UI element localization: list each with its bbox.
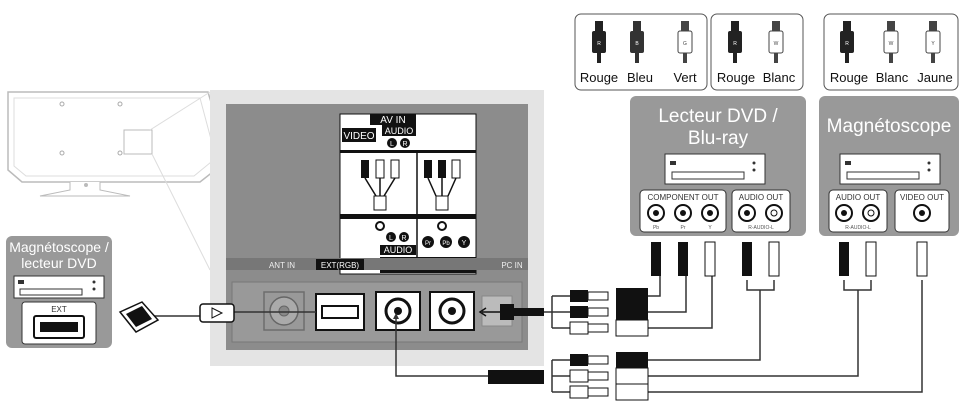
dvd-bluray-device: Lecteur DVD / Blu-ray COMPONENT OUT Pb P… [630,96,806,236]
plug-white-icon: W [883,21,899,63]
legend-label: Rouge [580,70,618,85]
pc-in-label: PC IN [501,261,523,270]
plug-red-icon: R [592,21,606,63]
legend-label: Vert [673,70,697,85]
ext-label: EXT [51,305,67,314]
legend-label: Rouge [830,70,868,85]
scart-plug-right [199,303,235,323]
ext-rgb-port [315,293,365,331]
audio-label: AUDIO [385,126,414,136]
audio-out-label: AUDIO OUT [739,193,784,202]
video-label: VIDEO [343,131,374,142]
pb-label: Pb [442,241,450,247]
legend-box-audio: R W Rouge Blanc [710,13,804,91]
device-output-plugs [651,241,928,277]
vcr-left-title-line2: lecteur DVD [21,255,96,271]
av-component-in-panel: AV IN VIDEO AUDIO L R L R [339,113,477,275]
y-label: Y [462,240,467,247]
dvd-title-line1: Lecteur DVD / [658,106,778,127]
jack-label: Y [708,225,712,231]
vcr-dvd-left-device: Magnétoscope / lecteur DVD EXT [6,236,112,348]
ant-in-label: ANT IN [269,261,295,270]
r-label: R [402,141,407,148]
scart-plug-left [118,301,160,333]
vcr-title: Magnétoscope [827,116,952,137]
jack-label: Pb [653,225,659,231]
plug-red-icon: R [840,21,854,63]
dvd-title-line2: Blu-ray [688,128,749,149]
jack-label: Pr [681,225,686,231]
rca-plugs-cluster-1 [569,288,649,337]
legend-label: Rouge [717,70,755,85]
legend-label: Jaune [917,70,952,85]
plug-letter: W [774,41,779,47]
pr-label: Pr [425,241,431,247]
composite-video-port [375,291,421,331]
r-label: R [401,235,406,242]
component-plugs-tv-side [500,304,544,320]
cables [150,270,923,393]
audio-label: AUDIO [384,245,413,255]
insert-arrows [478,307,500,317]
vcr-left-title-line1: Magnétoscope / [9,239,109,255]
plug-white-icon: W [768,21,784,63]
l-label: L [389,235,393,242]
av-cable-plugs [361,159,400,211]
jack-label: R-AUDIO-L [845,225,871,231]
plug-letter: R [845,41,849,47]
plug-letter: B [635,41,639,47]
jack-label: R-AUDIO-L [748,225,774,231]
legend-label: Blanc [763,70,796,85]
plug-letter: R [733,41,737,47]
component-out-label: COMPONENT OUT [648,193,719,202]
ant-in-port [263,291,305,331]
video-out-label: VIDEO OUT [900,193,944,202]
component-cable-plugs [424,159,461,211]
legend-label: Bleu [627,70,653,85]
vcr-right-device: Magnétoscope AUDIO OUT R-AUDIO-L VIDEO O… [819,96,959,236]
legend-box-composite: R W Y Rouge Blanc Jaune [823,13,959,91]
audio-out-label: AUDIO OUT [836,193,881,202]
av-in-label: AV IN [380,115,405,126]
plug-letter: R [597,41,601,47]
plug-letter: Y [931,41,935,47]
plug-letter: G [683,41,687,47]
tv-outline [7,91,229,271]
plug-green-icon: G [677,21,693,63]
l-label: L [390,141,394,148]
rca-plugs-cluster-2 [488,352,649,401]
legend-box-component: R B G Rouge Bleu Vert [574,13,708,91]
legend-label: Blanc [876,70,909,85]
component-port [429,291,475,331]
plug-letter: W [889,41,894,47]
plug-red-icon: R [728,21,742,63]
plug-blue-icon: B [630,21,644,63]
plug-yellow-icon: Y [925,21,941,63]
ext-rgb-label: EXT(RGB) [321,261,360,270]
